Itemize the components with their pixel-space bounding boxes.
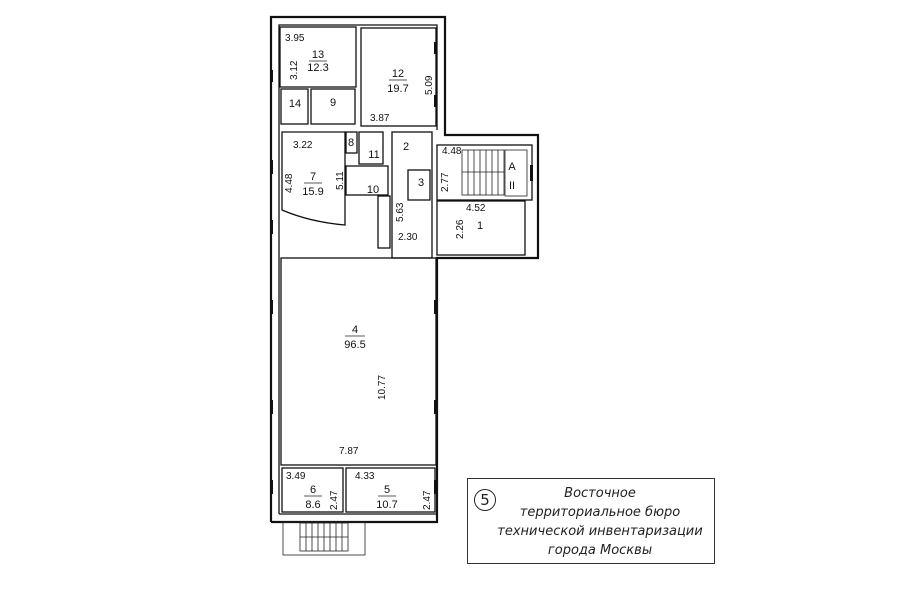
svg-text:7: 7 (310, 171, 316, 183)
room-10 (345, 165, 389, 196)
svg-text:2.47: 2.47 (329, 490, 340, 510)
exterior-walls (269, 15, 540, 524)
svg-text:10.7: 10.7 (376, 499, 397, 511)
room-4 (280, 257, 437, 466)
room-12 (360, 27, 437, 127)
entrance-steps (282, 521, 366, 556)
svg-text:4: 4 (352, 324, 358, 336)
room-6 (281, 467, 344, 513)
room-walls (279, 26, 533, 513)
svg-text:4.48: 4.48 (442, 146, 462, 157)
svg-text:10.77: 10.77 (377, 375, 388, 400)
dimension-labels: 3.95 3.12 5.09 3.87 3.22 4.48 5.11 5.63 … (284, 33, 486, 510)
svg-text:10: 10 (367, 184, 379, 196)
stair-letter: A (508, 161, 516, 173)
svg-text:3.22: 3.22 (293, 140, 313, 151)
svg-text:3.49: 3.49 (286, 471, 306, 482)
svg-text:3.95: 3.95 (285, 33, 305, 44)
stair-floor: II (509, 180, 515, 192)
room-11 (358, 131, 384, 165)
svg-text:2: 2 (403, 141, 409, 153)
svg-text:4.52: 4.52 (466, 203, 486, 214)
svg-text:3: 3 (418, 177, 424, 189)
room-9 (310, 88, 356, 125)
svg-text:4.48: 4.48 (284, 173, 295, 193)
svg-text:13: 13 (312, 49, 324, 61)
room-13 (279, 26, 357, 88)
svg-text:96.5: 96.5 (344, 339, 365, 351)
stamp-line: Восточное (564, 486, 636, 501)
svg-text:12.3: 12.3 (307, 62, 328, 74)
svg-text:2.47: 2.47 (422, 490, 433, 510)
room-7 (281, 131, 346, 226)
stamp-line: города Москвы (547, 543, 653, 558)
svg-text:6: 6 (310, 484, 316, 496)
svg-text:7.87: 7.87 (339, 446, 359, 457)
svg-text:2.77: 2.77 (440, 172, 451, 192)
svg-text:4.33: 4.33 (355, 471, 375, 482)
svg-text:12: 12 (392, 68, 404, 80)
room-14 (280, 88, 309, 125)
stamp-line: технической инвентаризации (497, 524, 703, 539)
svg-text:3.12: 3.12 (289, 60, 300, 80)
windows (270, 42, 533, 494)
stamp-line: территориальное бюро (519, 505, 681, 520)
svg-text:8.6: 8.6 (305, 499, 320, 511)
svg-text:2.30: 2.30 (398, 232, 418, 243)
svg-text:2.26: 2.26 (455, 219, 466, 239)
svg-text:14: 14 (289, 98, 301, 110)
svg-text:1: 1 (477, 220, 483, 232)
svg-text:3.87: 3.87 (370, 113, 390, 124)
stamp-text: Восточное территориальное бюро техническ… (490, 484, 710, 560)
svg-text:19.7: 19.7 (387, 83, 408, 95)
stamp-number: 5 (474, 489, 496, 511)
svg-text:11: 11 (368, 149, 379, 161)
svg-text:5.63: 5.63 (395, 202, 406, 222)
room-3 (407, 169, 431, 201)
staircase (282, 149, 528, 556)
svg-text:5.11: 5.11 (335, 171, 346, 190)
svg-text:15.9: 15.9 (302, 186, 323, 198)
svg-text:8: 8 (348, 137, 354, 149)
shaft (377, 195, 391, 249)
room-1 (436, 200, 526, 256)
svg-text:9: 9 (330, 97, 336, 109)
bti-stamp: 5 Восточное территориальное бюро техниче… (467, 478, 715, 564)
svg-text:5.09: 5.09 (424, 75, 435, 95)
svg-text:5: 5 (384, 484, 390, 496)
room-8 (345, 131, 358, 154)
